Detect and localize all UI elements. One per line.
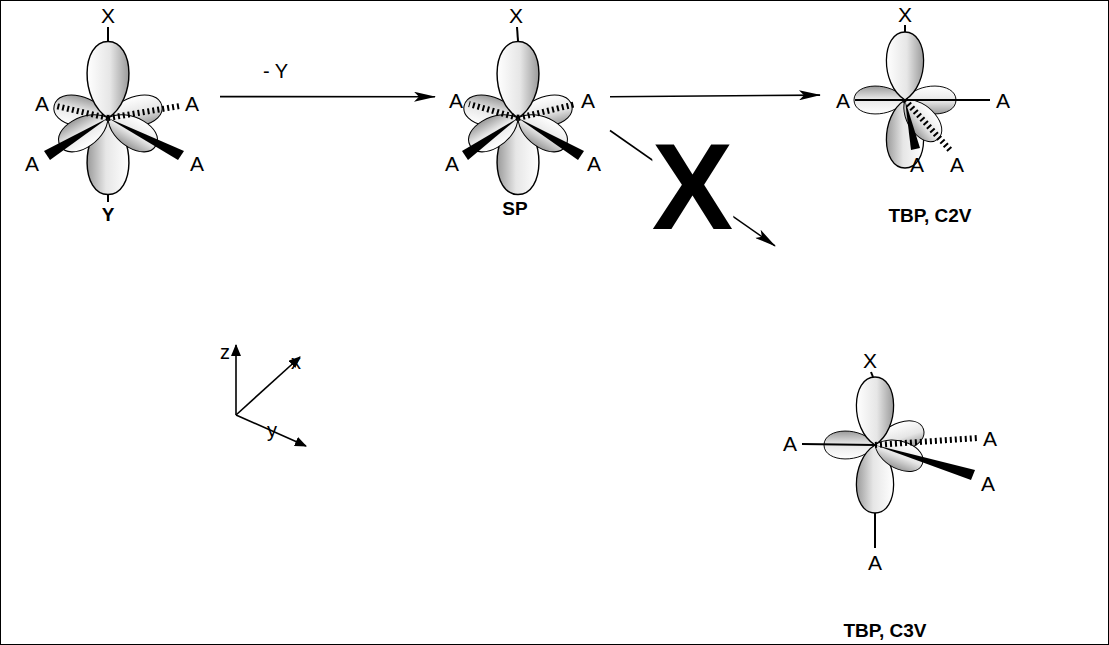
- atom-label: A: [981, 473, 995, 494]
- molecule-node: X A A A A TBP, C3V: [775, 225, 1015, 642]
- atom-label: A: [185, 93, 199, 114]
- atom-label: A: [449, 90, 463, 111]
- molecule-node: X A A A A Y: [20, 0, 220, 230]
- atom-label: A: [910, 154, 924, 175]
- atom-label: A: [996, 90, 1010, 111]
- molecule-node: X A A A A TBP, C2V: [820, 0, 1020, 232]
- tbp-c2v-orbitals: [854, 25, 990, 168]
- atom-label: A: [950, 154, 964, 175]
- structure-label: Y: [102, 205, 115, 224]
- reaction-arrow: [610, 131, 775, 246]
- forbidden-mark: X: [652, 142, 733, 234]
- atom-label: A: [581, 90, 595, 111]
- coordinate-axes: [236, 345, 306, 446]
- atom-label: A: [868, 552, 882, 573]
- square-pyramid-orbitals: [461, 27, 584, 195]
- tbp-c3v-orbitals: [802, 372, 978, 548]
- axis-label: z: [220, 342, 230, 362]
- reaction-arrow: [220, 96, 435, 98]
- atom-label: A: [783, 433, 797, 454]
- reaction-arrow: [610, 95, 820, 97]
- atom-label: X: [863, 350, 877, 371]
- molecule-node: X A A A A SP: [435, 0, 610, 225]
- axis-label: y: [267, 420, 277, 440]
- atom-label: X: [898, 4, 912, 25]
- axis-label: x: [291, 352, 301, 372]
- atom-label: X: [509, 5, 523, 26]
- structure-label: SP: [502, 199, 527, 218]
- atom-label: A: [190, 153, 204, 174]
- atom-label: A: [836, 90, 850, 111]
- arrow-label: - Y: [263, 61, 288, 81]
- atom-label: X: [101, 5, 115, 26]
- atom-label: A: [25, 153, 39, 174]
- structure-label: TBP, C3V: [843, 621, 926, 640]
- octahedral-orbitals: [44, 27, 184, 202]
- atom-label: A: [445, 153, 459, 174]
- atom-label: A: [35, 93, 49, 114]
- atom-label: A: [983, 428, 997, 449]
- structure-label: TBP, C2V: [888, 206, 971, 225]
- atom-label: A: [587, 153, 601, 174]
